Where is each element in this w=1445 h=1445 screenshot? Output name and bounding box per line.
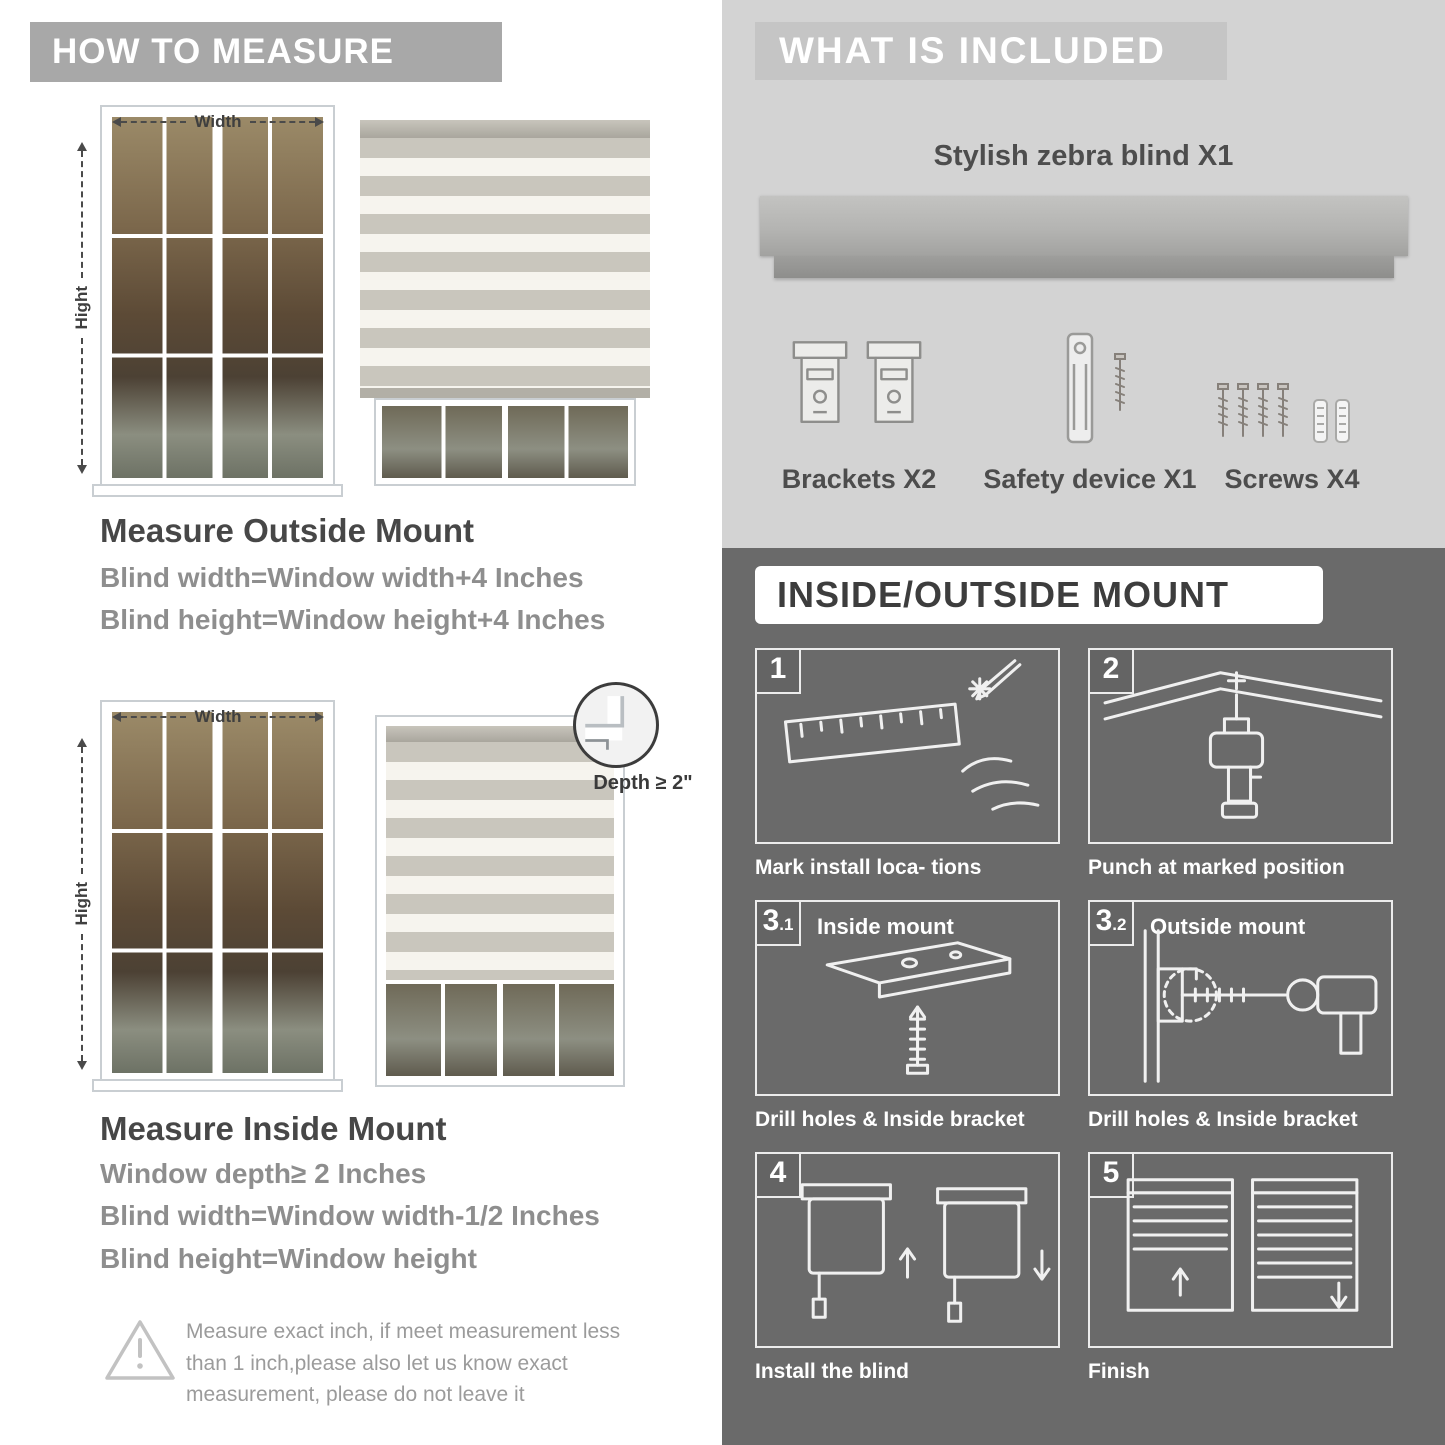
step-panel-1: 1 Mark install loca- tions: [755, 648, 1060, 880]
install-blind-illustration: [800, 1183, 1051, 1323]
inside-formula-height: Blind height=Window height: [100, 1243, 477, 1274]
window-sill: [92, 484, 343, 497]
step-number: 3.1: [757, 902, 801, 946]
window-sill: [92, 1079, 343, 1092]
outside-mount-heading: Measure Outside Mount: [100, 512, 475, 549]
zebra-blind-headrail-lip: [774, 256, 1394, 278]
arrowhead-down-icon: [77, 1061, 87, 1070]
outside-bracket-illustration: [1143, 929, 1378, 1083]
bracket-icon: [866, 341, 922, 424]
step-number: 1: [757, 650, 801, 694]
height-measure-arrow: Hight: [72, 738, 92, 1070]
window-with-inside-mount-blind: [375, 715, 625, 1087]
window-glass: [112, 117, 323, 478]
inside-mount-sublabel: Inside mount: [817, 914, 954, 939]
step-panel-4: 4: [755, 1152, 1060, 1384]
finished-blinds-illustration: [1126, 1178, 1359, 1312]
safety-device-icon: [1066, 332, 1094, 444]
outside-formula-height: Blind height=Window height+4 Inches: [100, 604, 606, 635]
blind-stripes: [360, 138, 650, 388]
arrowhead-up-icon: [77, 142, 87, 151]
measurement-note: Measure exact inch, if meet measurement …: [186, 1320, 621, 1406]
step-caption: Drill holes & Inside bracket: [1088, 1108, 1358, 1131]
mount-section-header: INSIDE/OUTSIDE MOUNT: [755, 566, 1323, 624]
step-panel-2: 2 Punch at: [1088, 648, 1393, 880]
step-panel-5: 5 Finish: [1088, 1152, 1393, 1384]
screw-icon: [1114, 353, 1126, 411]
window-photo-inside: [92, 700, 343, 1092]
outside-formula-width: Blind width=Window width+4 Inches: [100, 562, 584, 593]
step-caption: Mark install loca- tions: [755, 856, 982, 879]
what-is-included-header: WHAT IS INCLUDED: [755, 22, 1227, 80]
blind-stripes: [386, 742, 614, 980]
outside-mount-sublabel: Outside mount: [1150, 914, 1306, 939]
warning-triangle-icon: [102, 1316, 178, 1386]
product-title: Stylish zebra blind X1: [933, 140, 1234, 172]
width-label: Width: [194, 707, 242, 726]
step-number: 4: [757, 1154, 801, 1198]
inside-outside-mount-section: INSIDE/OUTSIDE MOUNT 1: [722, 548, 1445, 1445]
arrowhead-up-icon: [77, 738, 87, 747]
zebra-blind-outside-mount: [360, 120, 650, 486]
blind-cassette: [386, 726, 614, 742]
width-measure-arrow: Width: [112, 112, 324, 132]
window-glass-below-blind: [386, 984, 614, 1076]
arrowhead-left-icon: [112, 712, 121, 722]
arrowhead-down-icon: [77, 465, 87, 474]
mark-locations-illustration: [783, 659, 1040, 811]
inside-mount-heading: Measure Inside Mount: [100, 1110, 447, 1147]
inside-depth-rule: Window depth≥ 2 Inches: [100, 1158, 427, 1189]
inside-formula-width: Blind width=Window width-1/2 Inches: [100, 1200, 600, 1231]
drill-punch-illustration: [1103, 671, 1383, 819]
step-number: 2: [1090, 650, 1134, 694]
width-label: Width: [194, 112, 242, 131]
window-glass: [112, 712, 323, 1073]
step-caption: Finish: [1088, 1360, 1150, 1383]
height-label: Hight: [72, 286, 91, 330]
blind-bottom-rail: [360, 388, 650, 398]
height-label: Hight: [72, 882, 91, 926]
step-caption: Drill holes & Inside bracket: [755, 1108, 1025, 1131]
brackets-label: Brackets X2: [781, 464, 937, 494]
step-panel-3-2: 3.2 Outside mount: [1088, 900, 1393, 1132]
how-to-measure-header: HOW TO MEASURE: [30, 22, 502, 82]
window-under-blind: [374, 398, 636, 486]
step-caption: Punch at marked position: [1088, 856, 1345, 879]
what-is-included-section: WHAT IS INCLUDED Stylish zebra blind X1: [722, 0, 1445, 548]
safety-device-label: Safety device X1: [983, 464, 1197, 494]
step-caption: Install the blind: [755, 1360, 910, 1383]
window-photo-outside: [92, 105, 343, 497]
depth-detail-magnifier: [573, 682, 659, 768]
arrowhead-right-icon: [315, 117, 324, 127]
screws-and-anchors-icon: [1217, 383, 1350, 443]
step-number: 3.2: [1090, 902, 1134, 946]
blind-cassette: [360, 120, 650, 138]
zebra-blind-headrail: [760, 196, 1408, 256]
screws-label: Screws X4: [1224, 464, 1360, 494]
width-measure-arrow: Width: [112, 707, 324, 727]
arrowhead-left-icon: [112, 117, 121, 127]
window-corner-zoom-icon: [585, 696, 625, 750]
depth-label: Depth ≥ 2": [593, 772, 693, 794]
arrowhead-right-icon: [315, 712, 324, 722]
step-panel-3-1: 3.1 Inside mount Drill hol: [755, 900, 1060, 1132]
height-measure-arrow: Hight: [72, 142, 92, 474]
inside-bracket-illustration: [825, 941, 1012, 1075]
bracket-icon: [792, 341, 848, 424]
